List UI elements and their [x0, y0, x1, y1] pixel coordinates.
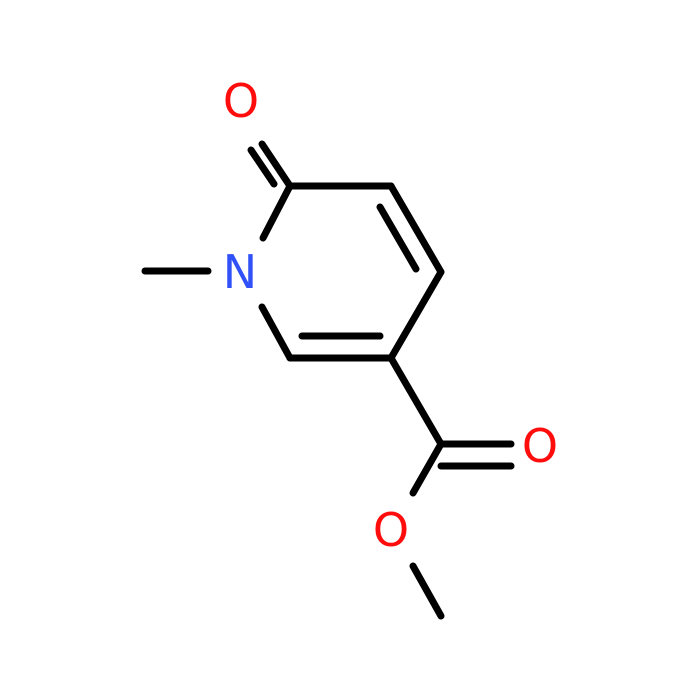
bond-ester-o-methyl [409, 562, 445, 620]
carbonyl-oxygen-label: O [522, 419, 558, 473]
bond-c3-c4-inner [376, 203, 420, 273]
ester-oxygen-label: O [373, 503, 409, 557]
bond-c5-ester-c [387, 354, 445, 448]
oxo-oxygen-label: O [223, 74, 259, 128]
bond-ester-c-o [409, 440, 445, 497]
bond-c4-c5 [387, 268, 445, 362]
bond-c2-oxo-outer [258, 140, 294, 190]
atom-label-layer: O N O O [223, 74, 558, 557]
ring-nitrogen-label: N [223, 245, 257, 299]
bond-n-c2 [259, 182, 294, 242]
bond-layer [141, 140, 515, 620]
bond-c3-c4 [387, 182, 445, 276]
bond-c6-n [258, 303, 294, 362]
bond-c2-oxo-inner [247, 146, 278, 188]
